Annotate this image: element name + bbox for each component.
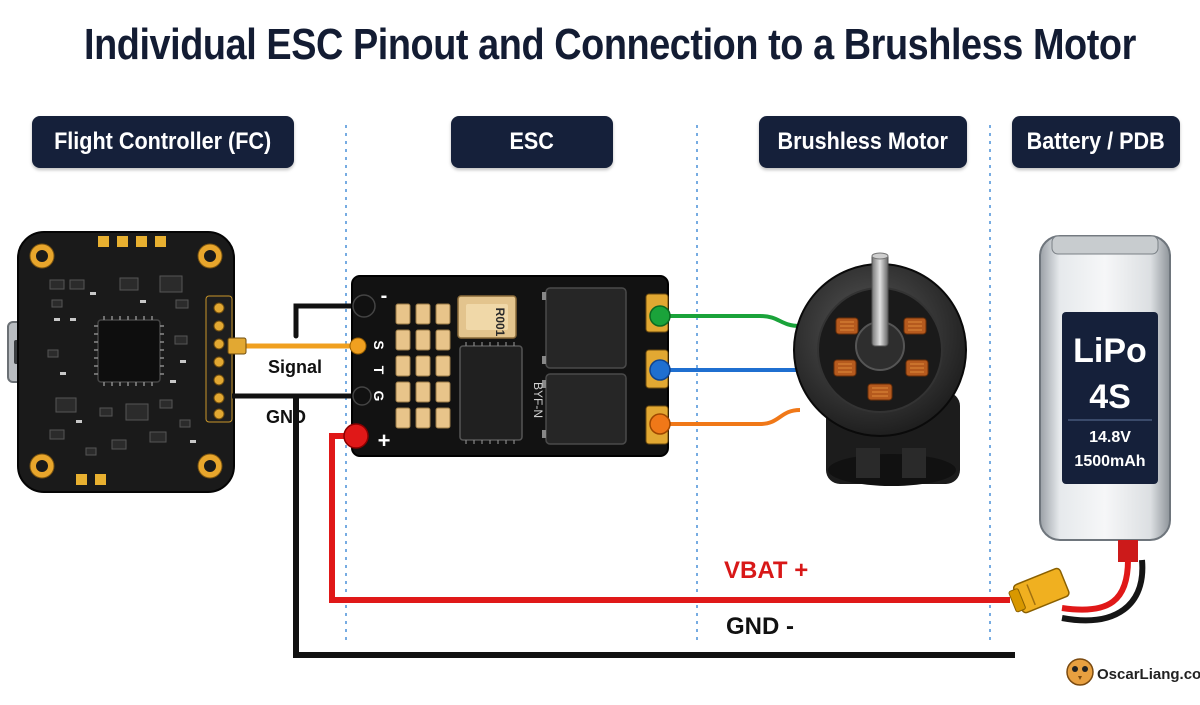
brushless-motor [793,252,967,486]
esc-board [351,275,669,457]
flight-controller-board [7,231,235,493]
phase-wires [649,305,801,435]
section-dividers [345,125,991,640]
section-label-battery: Battery / PDB [1012,116,1180,168]
signal-solder-pad [227,337,247,355]
battery-type-label: LiPo [1073,332,1147,370]
section-label-motor: Brushless Motor [759,116,967,168]
lipo-battery [1039,235,1171,624]
gnd-minus-wire-label: GND - [726,613,794,640]
battery-cells-label: 4S [1089,378,1131,416]
esc-gnd-pad [352,386,372,406]
esc-pin-plus-label: + [378,428,391,453]
esc-pin-t-label: T [371,366,387,375]
esc-pin-minus-label: - [381,285,388,307]
fc-gnd-pigtail [293,303,371,339]
section-label-esc: ESC [451,116,613,168]
watermark-text: OscarLiang.com [1097,666,1200,683]
vbat-wire [329,433,1010,603]
vbat-wire-label: VBAT + [724,557,808,584]
diagram-title: Individual ESC Pinout and Connection to … [84,20,1136,69]
gnd-wire-label: GND [266,407,306,427]
section-label-fc: Flight Controller (FC) [32,116,294,168]
esc-shunt-marking: R001 [493,308,507,337]
esc-pin-s-label: S [371,340,387,349]
battery-voltage-label: 14.8V [1089,429,1131,446]
esc-minus-pad [352,294,376,318]
signal-wire-label: Signal [268,357,322,377]
gnd-main-wire [293,396,1015,658]
xt60-connector [1008,567,1070,614]
owl-logo-icon [1066,658,1094,686]
esc-signal-pad [349,337,367,355]
esc-chip-marking: BYF-N [531,382,545,418]
esc-pin-g-label: G [371,391,387,402]
esc-plus-pad [343,423,369,449]
battery-capacity-label: 1500mAh [1074,453,1145,470]
